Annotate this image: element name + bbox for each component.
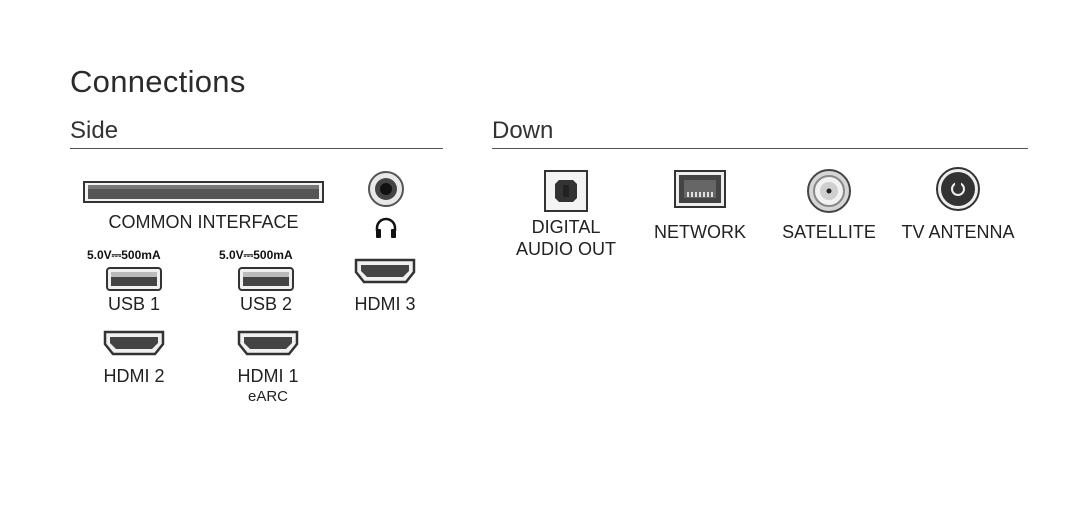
usb-port-icon — [238, 267, 294, 291]
network-label: NETWORK — [654, 222, 746, 242]
hdmi-port-icon — [354, 258, 416, 284]
usb1-label: USB 1 — [107, 294, 161, 314]
hdmi1-earc-label: eARC — [247, 388, 288, 405]
optical-port-icon — [544, 170, 588, 212]
digital-audio-out-label-line2: AUDIO OUT — [515, 239, 616, 259]
hdmi-port-icon — [237, 330, 299, 356]
digital-audio-out-label-line1: DIGITAL — [531, 217, 601, 237]
satellite-label: SATELLITE — [782, 222, 876, 242]
hdmi2-label: HDMI 2 — [103, 366, 165, 386]
usb-port-icon — [106, 267, 162, 291]
down-divider — [492, 148, 1028, 149]
usb1-power-spec: 5.0V⎓500mA — [87, 248, 161, 262]
headphone-icon — [374, 217, 398, 239]
tv-antenna-label: TV ANTENNA — [901, 222, 1015, 242]
page-title: Connections — [70, 64, 246, 99]
hdmi3-label: HDMI 3 — [354, 294, 416, 314]
headphone-jack-icon — [367, 170, 405, 208]
ethernet-port-icon — [674, 170, 726, 208]
hdmi-port-icon — [103, 330, 165, 356]
section-title-down: Down — [492, 117, 554, 144]
hdmi1-label: HDMI 1 — [237, 366, 299, 386]
usb2-label: USB 2 — [239, 294, 293, 314]
antenna-connector-icon — [935, 166, 981, 212]
usb2-power-spec: 5.0V⎓500mA — [219, 248, 293, 262]
common-interface-slot-icon — [83, 181, 324, 203]
section-title-side: Side — [70, 117, 119, 144]
common-interface-label: COMMON INTERFACE — [108, 212, 299, 232]
satellite-connector-icon — [806, 168, 852, 214]
side-divider — [70, 148, 443, 149]
